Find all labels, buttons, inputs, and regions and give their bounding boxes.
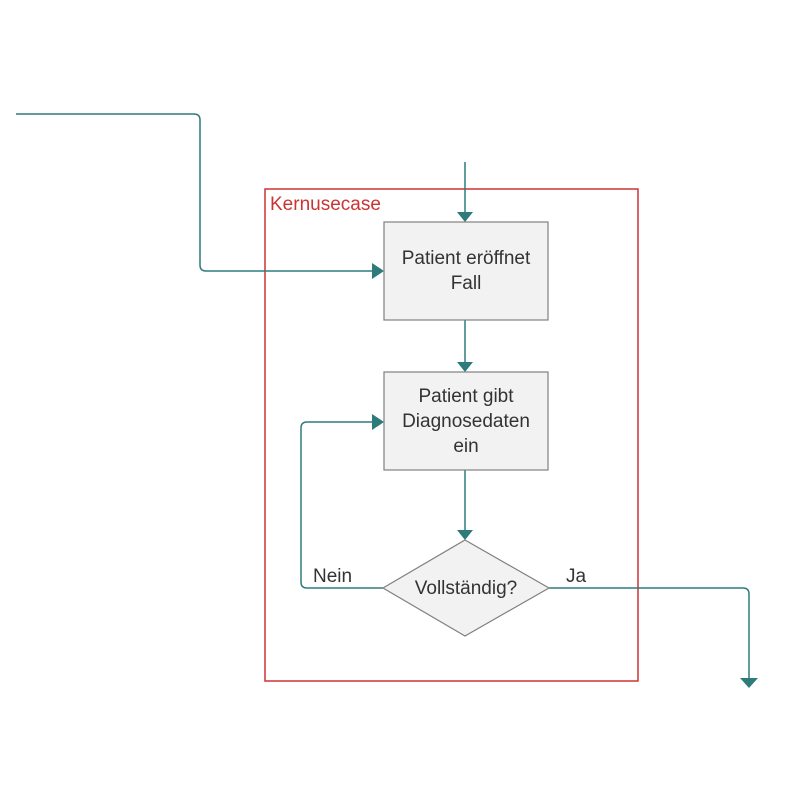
node-label-patient-eroeffnet-fall: Patient eröffnet Fall — [401, 248, 531, 294]
edge-external-left-to-n1 — [16, 113, 376, 272]
arrowhead-down-exit — [740, 678, 758, 688]
edge-n3-no-to-n2 — [300, 421, 383, 589]
edge-label-ja: Ja — [566, 566, 587, 587]
arrowhead-down-n2 — [457, 362, 473, 372]
node-vollstaendig-decision — [381, 539, 551, 637]
kernusecase-frame — [264, 188, 639, 682]
edge-label-nein: Nein — [313, 566, 353, 587]
node-label-vollstaendig: Vollständig? — [414, 577, 518, 599]
arrowhead-down-n1 — [457, 212, 473, 222]
frame-title: Kernusecase — [270, 194, 381, 215]
arrowhead-right-n2 — [372, 414, 384, 430]
node-patient-eroeffnet-fall — [383, 221, 549, 321]
edge-n3-yes-to-external — [549, 587, 750, 678]
arrowhead-right-n1 — [372, 263, 384, 279]
node-patient-gibt-diagnosedaten-ein — [383, 371, 549, 471]
node-label-patient-gibt-diagnosedaten-ein: Patient gibt Diagnosedaten ein — [402, 385, 530, 457]
arrowhead-down-n3 — [457, 530, 473, 540]
